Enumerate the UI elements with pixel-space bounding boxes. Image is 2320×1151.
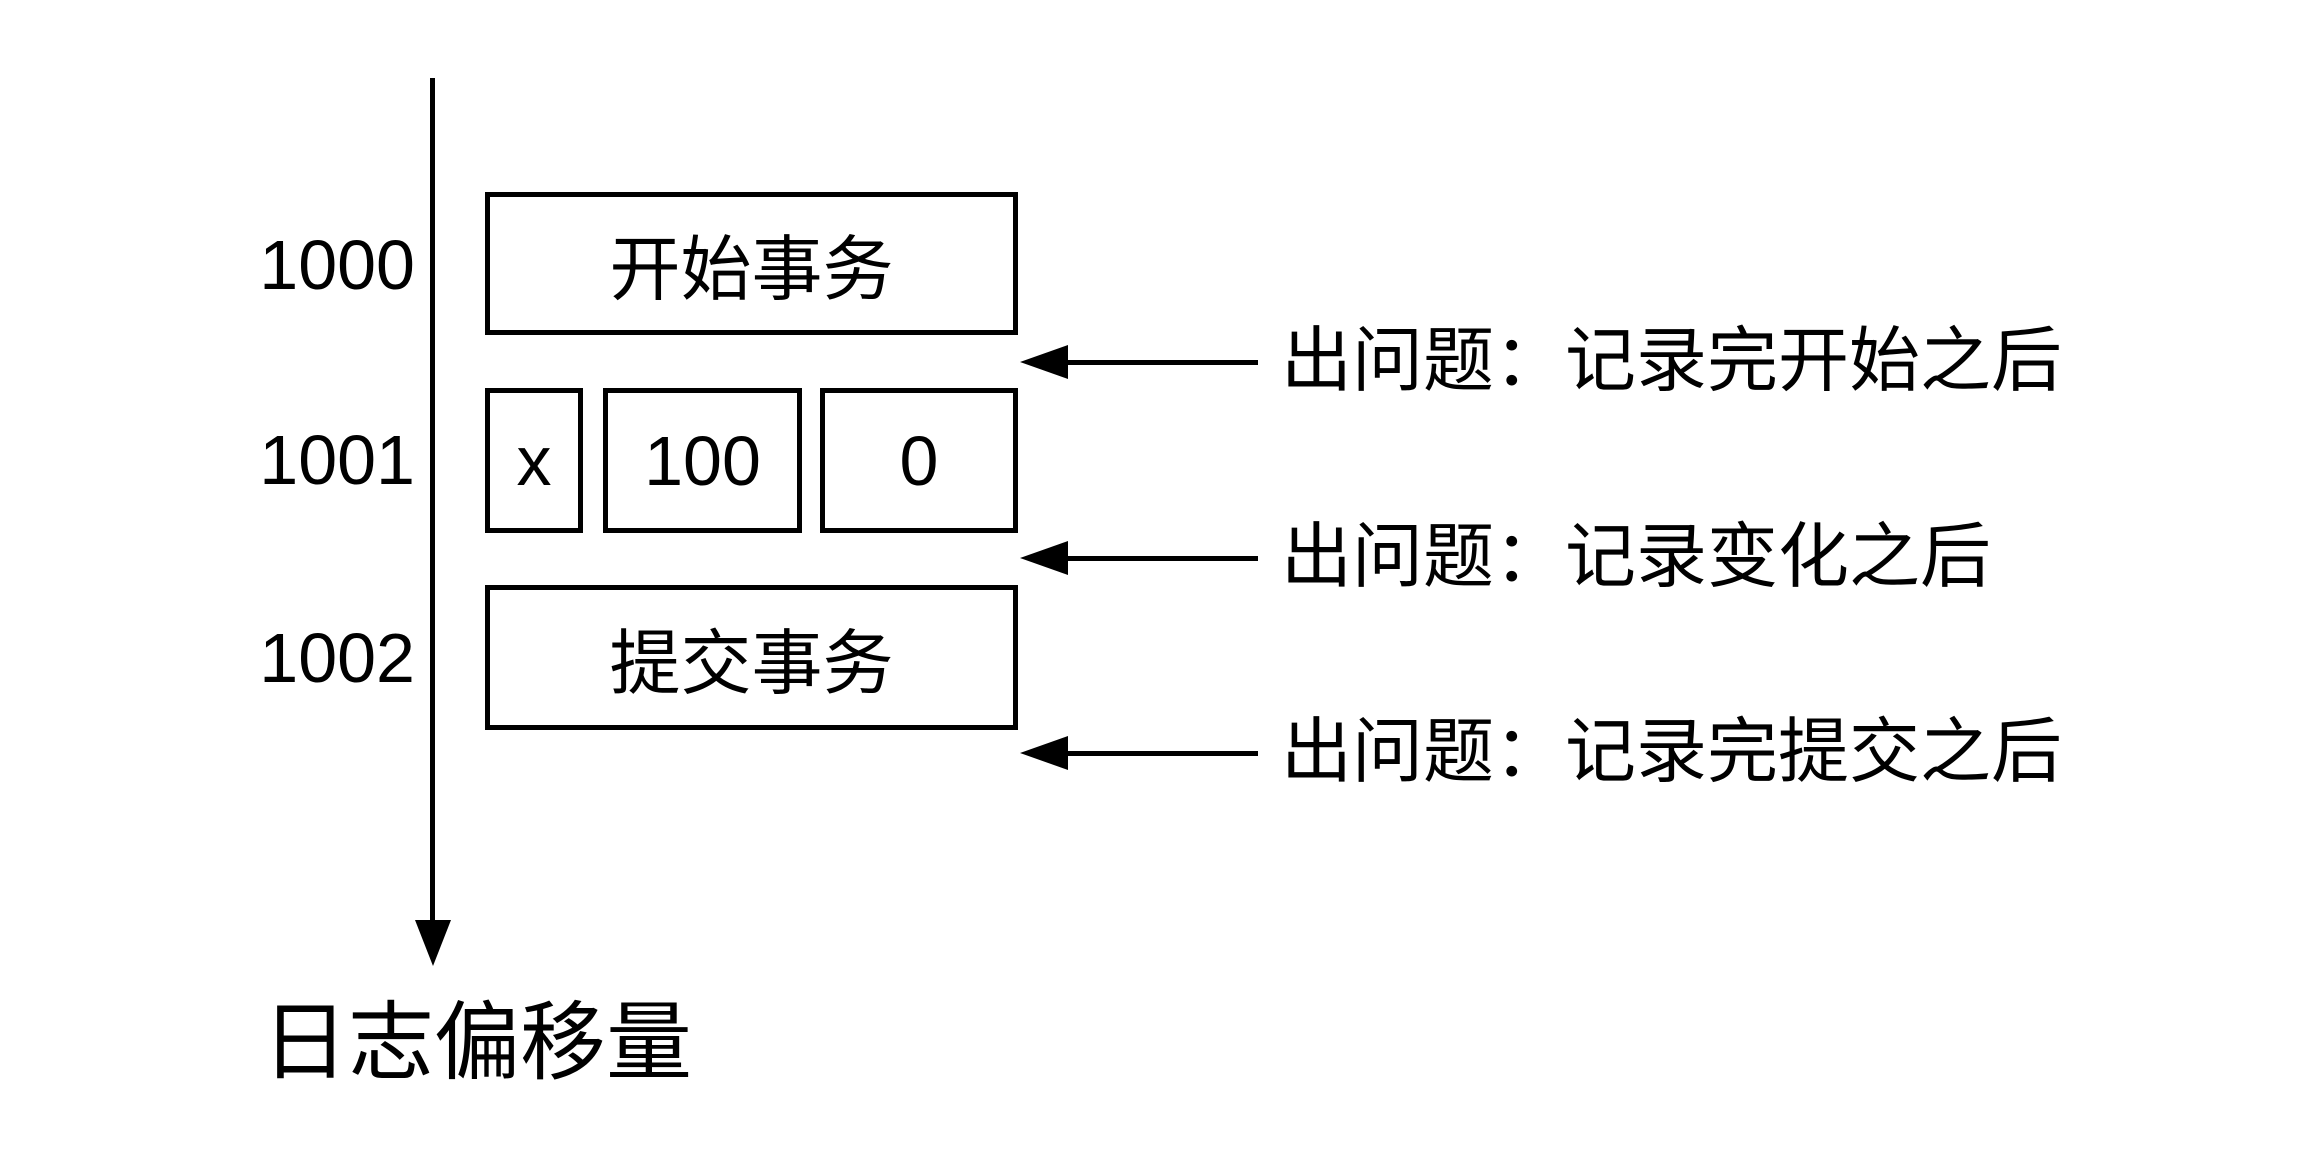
record-cell-new-value-label: 0 <box>899 421 939 500</box>
left-arrowhead-icon <box>1020 736 1068 770</box>
commit-transaction-box: 提交事务 <box>485 585 1018 730</box>
annotation-label-after-begin: 出问题：记录完开始之后 <box>1281 322 2063 401</box>
begin-transaction-box: 开始事务 <box>485 192 1018 335</box>
offset-label-1002: 1002 <box>259 619 415 697</box>
record-cell-old-value: 100 <box>603 388 802 533</box>
arrow-shaft <box>1064 556 1258 561</box>
arrow-shaft <box>1064 360 1258 365</box>
record-cell-key-label: x <box>516 421 552 500</box>
left-arrowhead-icon <box>1020 541 1068 575</box>
down-arrowhead-icon <box>415 920 451 966</box>
record-cell-key: x <box>485 388 583 533</box>
begin-transaction-label: 开始事务 <box>609 230 894 310</box>
record-cell-new-value: 0 <box>820 388 1018 533</box>
annotation-label-after-change: 出问题：记录变化之后 <box>1281 518 1992 597</box>
log-offset-axis-line <box>430 78 435 925</box>
commit-transaction-label: 提交事务 <box>609 624 894 704</box>
record-cell-old-value-label: 100 <box>644 421 761 500</box>
arrow-shaft <box>1064 751 1258 756</box>
log-offset-axis-label: 日志偏移量 <box>262 995 692 1091</box>
annotation-label-after-commit: 出问题：记录完提交之后 <box>1281 713 2063 792</box>
offset-label-1000: 1000 <box>259 226 415 304</box>
offset-label-1001: 1001 <box>259 421 415 499</box>
left-arrowhead-icon <box>1020 345 1068 379</box>
